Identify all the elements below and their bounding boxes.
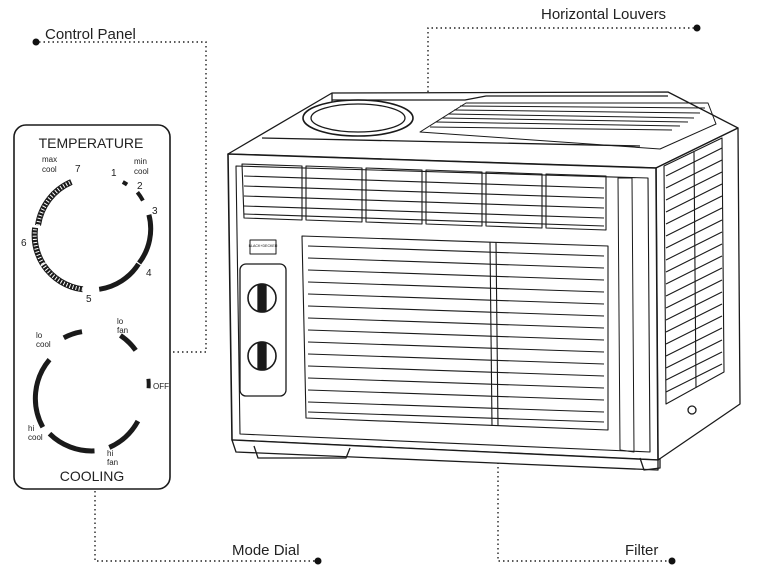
side-vent-slots <box>663 137 725 405</box>
control-panel-detail: TEMPERATURE max cool min cool 7 1 2 3 4 … <box>13 124 171 490</box>
control-knobs[interactable] <box>239 263 287 397</box>
temp-1-label: 1 <box>111 168 117 179</box>
air-conditioner-unit: BLACK+DECKER <box>227 91 741 471</box>
temp-max-cool-label: cool <box>42 165 57 174</box>
mode-hi-cool-bottom: cool <box>28 433 43 442</box>
temp-7-label: 7 <box>75 164 81 175</box>
callout-control-panel-label: Control Panel <box>45 26 136 43</box>
temp-2-label: 2 <box>137 181 143 192</box>
callout-filter: Filter <box>497 440 676 565</box>
callout-mode-dial-label: Mode Dial <box>232 542 300 559</box>
temp-4-label: 4 <box>146 268 152 279</box>
top-vent-grille <box>419 102 717 150</box>
mode-hi-cool-top: hi <box>28 424 34 433</box>
temp-min-label: min <box>134 157 147 166</box>
callout-horizontal-louvers: Horizontal Louvers <box>427 6 701 214</box>
callout-filter-label: Filter <box>625 542 658 559</box>
horizontal-louvers <box>241 163 607 231</box>
temp-3-label: 3 <box>152 206 158 217</box>
callout-horizontal-louvers-label: Horizontal Louvers <box>541 6 666 23</box>
temp-6-label: 6 <box>21 238 27 249</box>
brand-logo: BLACK+DECKER <box>249 244 278 248</box>
mode-lo-fan-bottom: fan <box>117 326 128 335</box>
cooling-title: COOLING <box>60 468 125 484</box>
callout-mode-dial: Mode Dial <box>94 482 322 565</box>
mode-lo-cool-bottom: cool <box>36 340 51 349</box>
mode-off-label: OFF <box>153 382 169 391</box>
mode-lo-fan-top: lo <box>117 317 124 326</box>
temp-min-cool-label: cool <box>134 167 149 176</box>
mode-hi-fan-top: hi <box>107 449 113 458</box>
temperature-dial[interactable]: max cool min cool 7 1 2 3 4 5 6 <box>21 155 158 305</box>
temp-5-label: 5 <box>86 294 92 305</box>
front-intake-grille <box>301 235 609 431</box>
mode-dial[interactable]: lo cool lo fan OFF hi cool hi fan <box>28 317 169 467</box>
callout-control-panel: Control Panel <box>32 26 207 353</box>
temp-max-label: max <box>42 155 57 164</box>
temperature-title: TEMPERATURE <box>39 135 144 151</box>
mode-lo-cool-top: lo <box>36 331 43 340</box>
mode-hi-fan-bottom: fan <box>107 458 118 467</box>
